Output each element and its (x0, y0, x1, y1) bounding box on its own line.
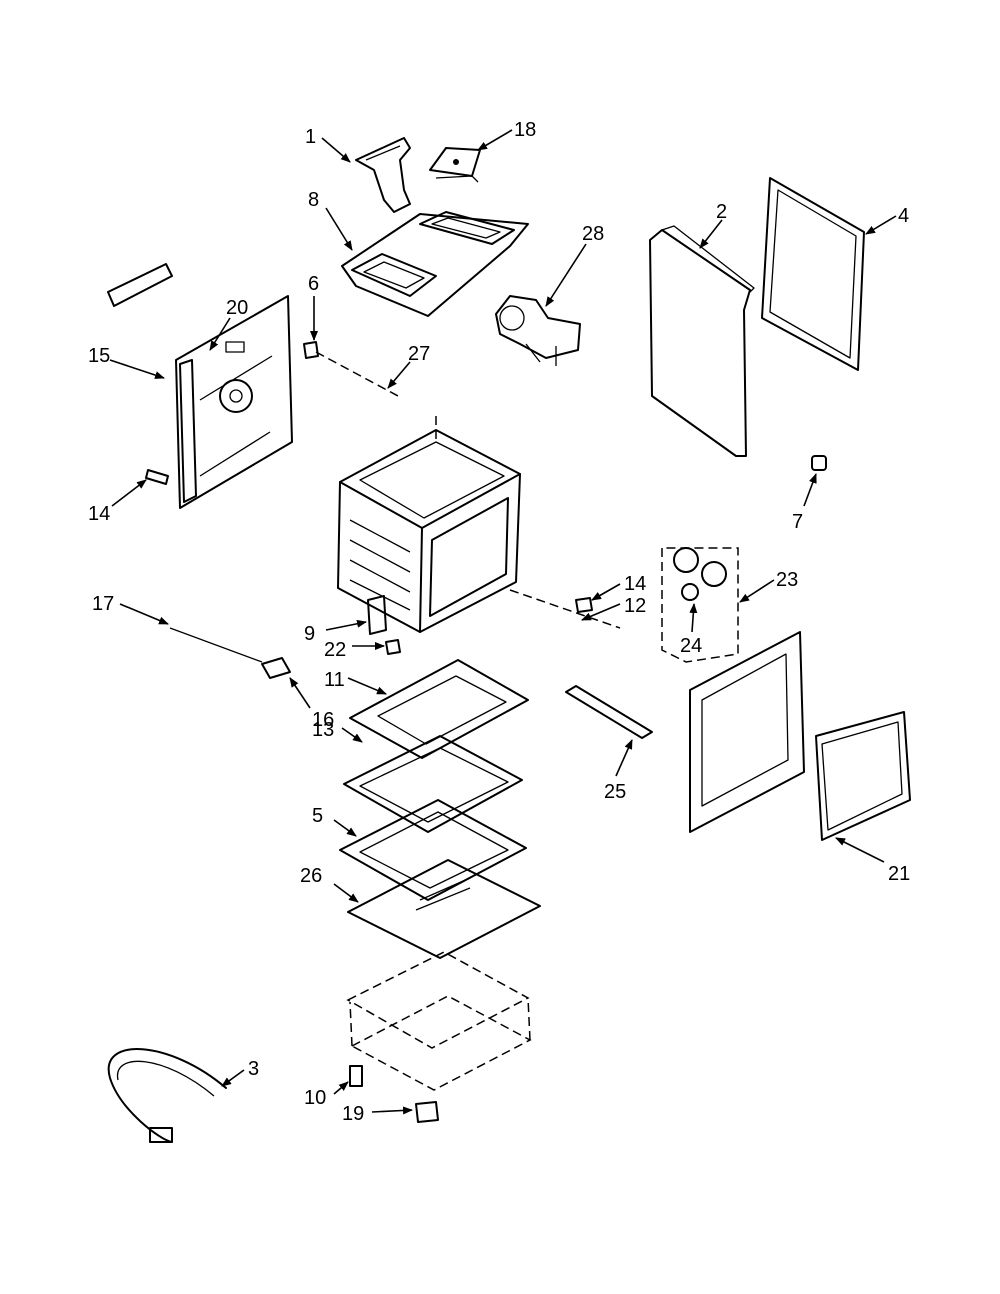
callout-24: 24 (680, 635, 702, 657)
callout-17: 17 (92, 593, 114, 615)
callout-6: 6 (308, 273, 319, 295)
callout-1: 1 (305, 126, 316, 148)
part-20-rear-panel (175, 295, 293, 509)
base-frame (346, 951, 532, 1091)
part-24-knob (681, 583, 699, 601)
part-14-screw-right (575, 597, 593, 613)
part-2-side-panel (649, 225, 755, 457)
callout-25: 25 (604, 781, 626, 803)
callout-20: 20 (226, 297, 248, 319)
callout-4: 4 (898, 205, 909, 227)
part-8-top-panel (341, 211, 529, 317)
part-13-tray (343, 735, 523, 833)
part-10-foot (349, 1065, 363, 1087)
callout-2: 2 (716, 201, 727, 223)
callout-27: 27 (408, 343, 430, 365)
part-19-leg (415, 1101, 439, 1123)
callout-14-left: 14 (88, 503, 110, 525)
callout-28: 28 (582, 223, 604, 245)
part-6-screw (303, 341, 319, 359)
callout-labels: 1 2 3 4 5 6 7 8 9 10 11 12 13 14 14 15 1… (88, 119, 910, 1125)
part-22-screw (385, 639, 401, 655)
callout-5: 5 (312, 805, 323, 827)
part-23-knob-assembly (661, 547, 739, 663)
part-26-drawer-panel (347, 859, 541, 959)
callout-26: 26 (300, 865, 322, 887)
leader-lines (109, 129, 897, 1115)
part-5-frame (339, 799, 527, 901)
door-panel (689, 631, 805, 833)
callout-21: 21 (888, 863, 910, 885)
part-11-oven-bottom (349, 659, 529, 759)
part-21-gasket (815, 711, 911, 841)
part-3-power-cord (107, 1048, 227, 1143)
callout-19: 19 (342, 1103, 364, 1125)
part-9-bracket (367, 595, 387, 635)
part-12-rod (509, 589, 621, 629)
callout-22: 22 (324, 639, 346, 661)
part-28-sensor-assembly (495, 295, 581, 366)
callout-23: 23 (776, 569, 798, 591)
part-1-vent-trim (355, 137, 411, 213)
callout-3: 3 (248, 1058, 259, 1080)
callout-8: 8 (308, 189, 319, 211)
callout-10: 10 (304, 1087, 326, 1109)
part-27-wire (315, 351, 399, 397)
part-18-bracket (429, 147, 481, 183)
part-14-screw-left (145, 469, 169, 485)
callout-16: 16 (312, 709, 334, 731)
part-17-wire (169, 627, 263, 663)
part-4-window-frame (761, 177, 865, 371)
oven-cavity (337, 416, 521, 633)
callout-7: 7 (792, 511, 803, 533)
callout-14-right: 14 (624, 573, 646, 595)
callout-11: 11 (324, 669, 345, 691)
part-7-clip (811, 455, 827, 471)
part-16-connector (261, 657, 291, 679)
callout-9: 9 (304, 623, 315, 645)
part-25-hinge (565, 685, 653, 739)
part-15-rail (107, 263, 173, 307)
callout-15: 15 (88, 345, 110, 367)
callout-12: 12 (624, 595, 646, 617)
callout-18: 18 (514, 119, 536, 141)
callout-13: 13 (312, 719, 334, 741)
